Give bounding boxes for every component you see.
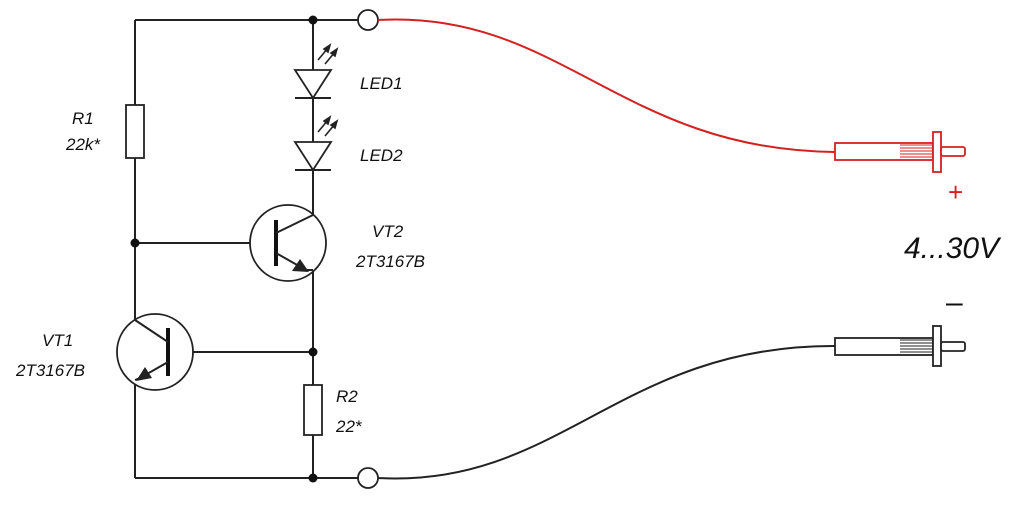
r1-value: 22k*: [65, 135, 101, 154]
positive-lead-wire: [377, 18, 836, 153]
junction-vt1-base: [308, 347, 318, 357]
positive-probe-lead: [377, 18, 966, 173]
negative-lead-wire: [377, 344, 836, 480]
supply-voltage-label: 4...30V: [904, 232, 1002, 265]
transistor-vt1: VT1 2T3167B: [15, 313, 194, 391]
vt1-emitter-arrow-icon: [136, 367, 152, 381]
negative-sign: –: [946, 286, 963, 319]
vt1-collector: [134, 319, 169, 343]
led1-label: LED1: [360, 74, 403, 93]
junction-bottom: [308, 473, 318, 483]
led2-light-arrows-icon: [317, 115, 339, 137]
led2-triangle: [293, 141, 333, 172]
r1-label: R1: [72, 109, 94, 128]
positive-probe-icon: [834, 131, 966, 173]
junction-top: [308, 15, 318, 25]
led-led2: LED2: [293, 115, 403, 172]
circuit-wires: [134, 19, 358, 479]
vt2-part: 2T3167B: [355, 252, 425, 271]
vt2-collector: [275, 214, 314, 234]
negative-probe-icon: [834, 325, 966, 367]
resistor-r1: R1 22k*: [65, 104, 145, 159]
terminal-positive: [357, 9, 379, 31]
vt2-body: [249, 204, 327, 282]
led-led1: LED1: [293, 43, 403, 100]
junction-dots: [130, 15, 318, 483]
r2-body: [303, 384, 323, 436]
resistor-r2: R2 22*: [303, 384, 363, 436]
led1-triangle: [293, 69, 333, 100]
junction-vt2-base: [130, 238, 140, 248]
vt1-label: VT1: [42, 331, 73, 350]
led1-light-arrows-icon: [317, 43, 339, 65]
vt1-body: [116, 313, 194, 391]
positive-sign: +: [948, 177, 963, 207]
vt2-emitter-arrow-icon: [292, 259, 309, 272]
terminal-negative: [357, 467, 379, 489]
r1-body: [125, 104, 145, 159]
vt2-label: VT2: [372, 222, 404, 241]
r2-label: R2: [336, 387, 358, 406]
r2-value: 22*: [335, 417, 363, 436]
led2-label: LED2: [360, 146, 403, 165]
negative-probe-lead: [377, 325, 966, 480]
transistor-vt2: VT2 2T3167B: [249, 204, 425, 282]
vt1-part: 2T3167B: [15, 361, 85, 380]
